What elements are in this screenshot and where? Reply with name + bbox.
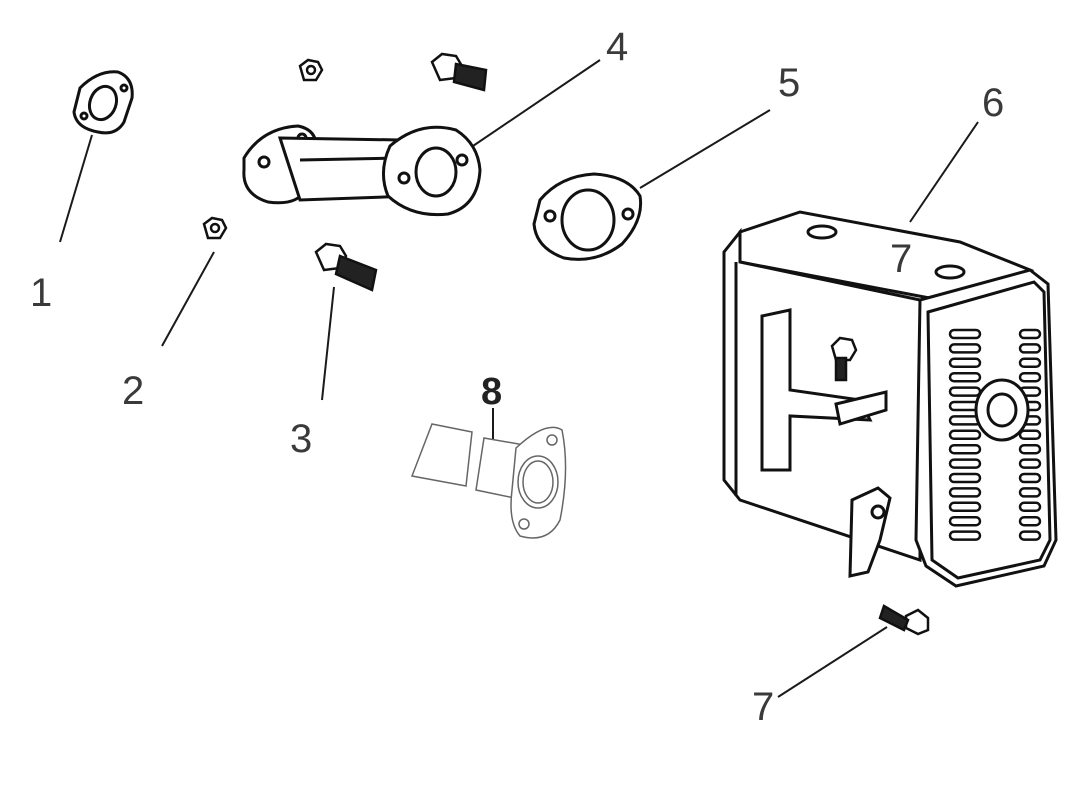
callout-7-lower: 7	[752, 685, 774, 729]
louver-slot	[1018, 371, 1042, 383]
callout-1: 1	[30, 271, 52, 315]
louver-slot	[1018, 487, 1042, 498]
part-7-bolt	[830, 336, 930, 636]
leader-4	[469, 59, 601, 149]
callout-8: 8	[481, 371, 502, 413]
louver-slot	[948, 343, 982, 354]
leader-3	[321, 286, 335, 401]
muffler-louvers	[948, 328, 1042, 541]
callout-5: 5	[778, 61, 800, 105]
callout-2: 2	[122, 369, 144, 413]
louver-slot	[1018, 429, 1042, 441]
louver-slot	[948, 501, 982, 513]
leader-7-lower	[777, 626, 888, 698]
part-2-nut	[202, 58, 324, 240]
callout-4: 4	[606, 25, 628, 69]
louver-slot	[948, 515, 982, 527]
part-4-exhaust-pipe	[242, 124, 482, 217]
louver-slot	[948, 487, 982, 498]
part-3-bolt	[314, 52, 488, 292]
muffler-outlet	[974, 378, 1030, 442]
leader-1	[59, 134, 93, 243]
louver-slot	[948, 371, 982, 383]
leader-6	[909, 121, 979, 223]
louver-slot	[1018, 472, 1042, 484]
louver-slot	[1018, 343, 1042, 354]
part-8-pipe-gasket	[410, 423, 567, 539]
louver-slot	[1018, 328, 1042, 340]
part-5-gasket	[532, 172, 643, 261]
louver-slot	[1018, 357, 1042, 369]
leader-5	[639, 109, 771, 189]
louver-slot	[948, 386, 982, 397]
part-1-gasket	[72, 70, 134, 135]
louver-slot	[1018, 443, 1042, 455]
louver-slot	[1018, 501, 1042, 513]
louver-slot	[948, 530, 982, 541]
callout-7-upper: 7	[890, 237, 912, 281]
leader-2	[161, 251, 215, 347]
louver-slot	[948, 472, 982, 484]
louver-slot	[948, 357, 982, 369]
callout-3: 3	[290, 417, 312, 461]
louver-slot	[1018, 530, 1042, 541]
callout-labels: 1 2 3 4 5 6 7 7 8	[30, 25, 1004, 729]
louver-slot	[1018, 515, 1042, 527]
louver-slot	[948, 443, 982, 455]
louver-slot	[948, 429, 982, 441]
louver-slot	[948, 458, 982, 469]
louver-slot	[948, 328, 982, 340]
callout-6: 6	[982, 81, 1004, 125]
louver-slot	[1018, 458, 1042, 469]
